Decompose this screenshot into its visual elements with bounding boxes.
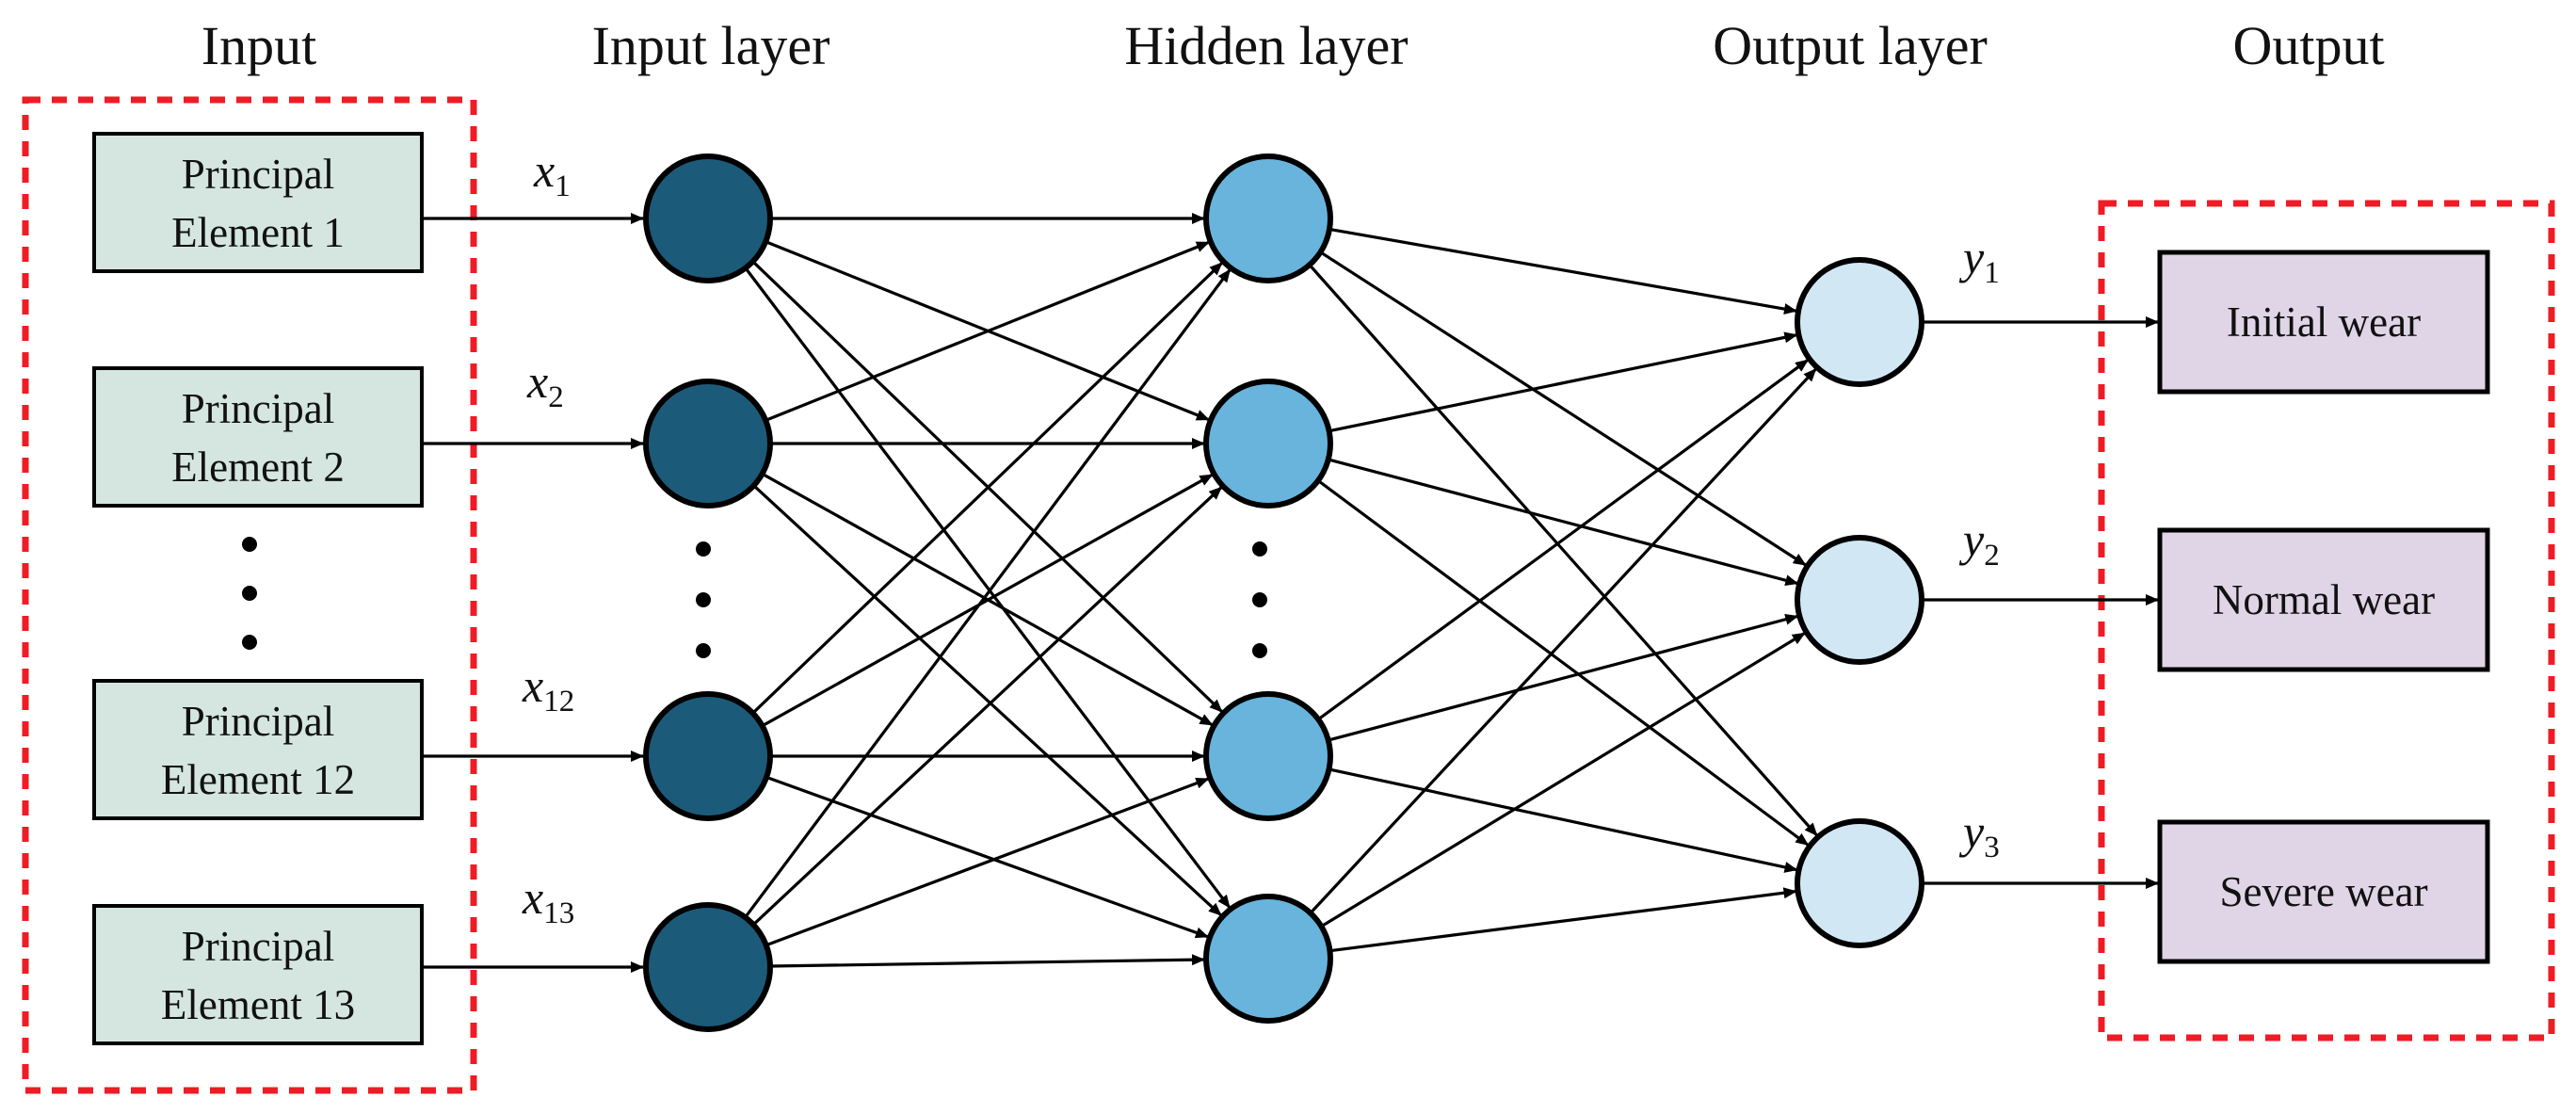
input-hidden-edge-4-2 <box>752 486 1223 927</box>
hidden-node-3 <box>1203 691 1333 821</box>
header-input: Input <box>201 15 316 76</box>
input-box-13-line1: Principal <box>182 923 334 970</box>
label-y2: y2 <box>1958 513 2000 573</box>
input-box-13-line2: Element 13 <box>161 981 355 1028</box>
input-box-12-line2: Element 12 <box>161 756 355 803</box>
input-box-2-line2: Element 2 <box>171 444 345 491</box>
hidden-output-edge-4-2 <box>1320 631 1806 928</box>
output-node-1 <box>1795 257 1924 387</box>
input-box-1-line1: Principal <box>182 151 334 198</box>
input-hidden-edge-3-1 <box>751 261 1224 715</box>
input-hidden-edge-2-1 <box>765 240 1210 422</box>
output-box-severe-wear: Severe wear <box>2157 819 2490 964</box>
hidden-node-2 <box>1203 379 1333 509</box>
header-input-layer: Input layer <box>592 15 830 76</box>
input-box-1-line2: Element 1 <box>171 209 345 256</box>
input-hidden-edge-1-4 <box>744 266 1232 909</box>
input-node-12 <box>643 691 773 821</box>
hidden-output-edge-4-1 <box>1309 367 1817 914</box>
output-box-initial-wear: Initial wear <box>2157 250 2490 395</box>
header-hidden-layer: Hidden layer <box>1124 15 1408 76</box>
input-box-2: Principal Element 2 <box>92 366 424 508</box>
input-box-1: Principal Element 1 <box>92 132 424 273</box>
hidden-output-edge-1-2 <box>1319 250 1807 567</box>
input-box-13: Principal Element 13 <box>92 904 424 1045</box>
input-hidden-edge-4-4 <box>769 954 1205 968</box>
header-output: Output <box>2232 15 2384 76</box>
hidden-output-edge-4-3 <box>1329 887 1797 953</box>
input-box-12: Principal Element 12 <box>92 679 424 820</box>
header-output-layer: Output layer <box>1713 15 1988 76</box>
hidden-output-edge-2-1 <box>1328 331 1798 433</box>
hidden-output-edge-2-3 <box>1317 479 1810 847</box>
input-node-1 <box>643 153 773 283</box>
output-group-border <box>2098 200 2555 1041</box>
hidden-output-edge-3-2 <box>1328 613 1799 742</box>
hidden-node-4 <box>1203 894 1333 1024</box>
output-box-normal-wear: Normal wear <box>2157 527 2490 672</box>
input-hidden-edge-2-4 <box>752 484 1222 917</box>
output-box-3-label: Severe wear <box>2219 868 2427 915</box>
hidden-output-edge-1-1 <box>1328 227 1797 315</box>
output-node-2 <box>1795 535 1924 665</box>
input-node-13 <box>643 902 773 1032</box>
label-x12: x12 <box>522 659 574 718</box>
output-node-3 <box>1795 818 1924 948</box>
input-node-2 <box>643 379 773 509</box>
label-x2: x2 <box>526 355 564 414</box>
input-hidden-edge-4-3 <box>765 777 1210 947</box>
output-box-1-label: Initial wear <box>2227 299 2421 346</box>
hidden-layer-ellipsis <box>1252 541 1267 658</box>
label-y3: y3 <box>1958 805 2000 864</box>
input-ellipsis <box>242 537 257 650</box>
input-hidden-edge-3-4 <box>765 775 1209 939</box>
hidden-node-1 <box>1203 153 1333 283</box>
label-x13: x13 <box>522 871 574 930</box>
hidden-output-edge-3-1 <box>1317 358 1810 721</box>
hidden-output-edge-2-2 <box>1328 458 1799 587</box>
connections <box>744 213 1818 968</box>
label-x1: x1 <box>533 144 571 203</box>
label-y1: y1 <box>1958 231 2000 290</box>
input-hidden-edge-4-1 <box>744 268 1232 919</box>
input-group-border <box>22 96 477 1094</box>
hidden-output-edge-1-3 <box>1308 264 1818 837</box>
output-box-2-label: Normal wear <box>2213 576 2435 623</box>
hidden-output-edge-3-3 <box>1328 767 1798 873</box>
input-hidden-edge-3-2 <box>761 473 1214 728</box>
input-box-2-line1: Principal <box>182 385 334 432</box>
input-layer-ellipsis <box>696 541 711 658</box>
input-box-12-line1: Principal <box>182 698 334 745</box>
